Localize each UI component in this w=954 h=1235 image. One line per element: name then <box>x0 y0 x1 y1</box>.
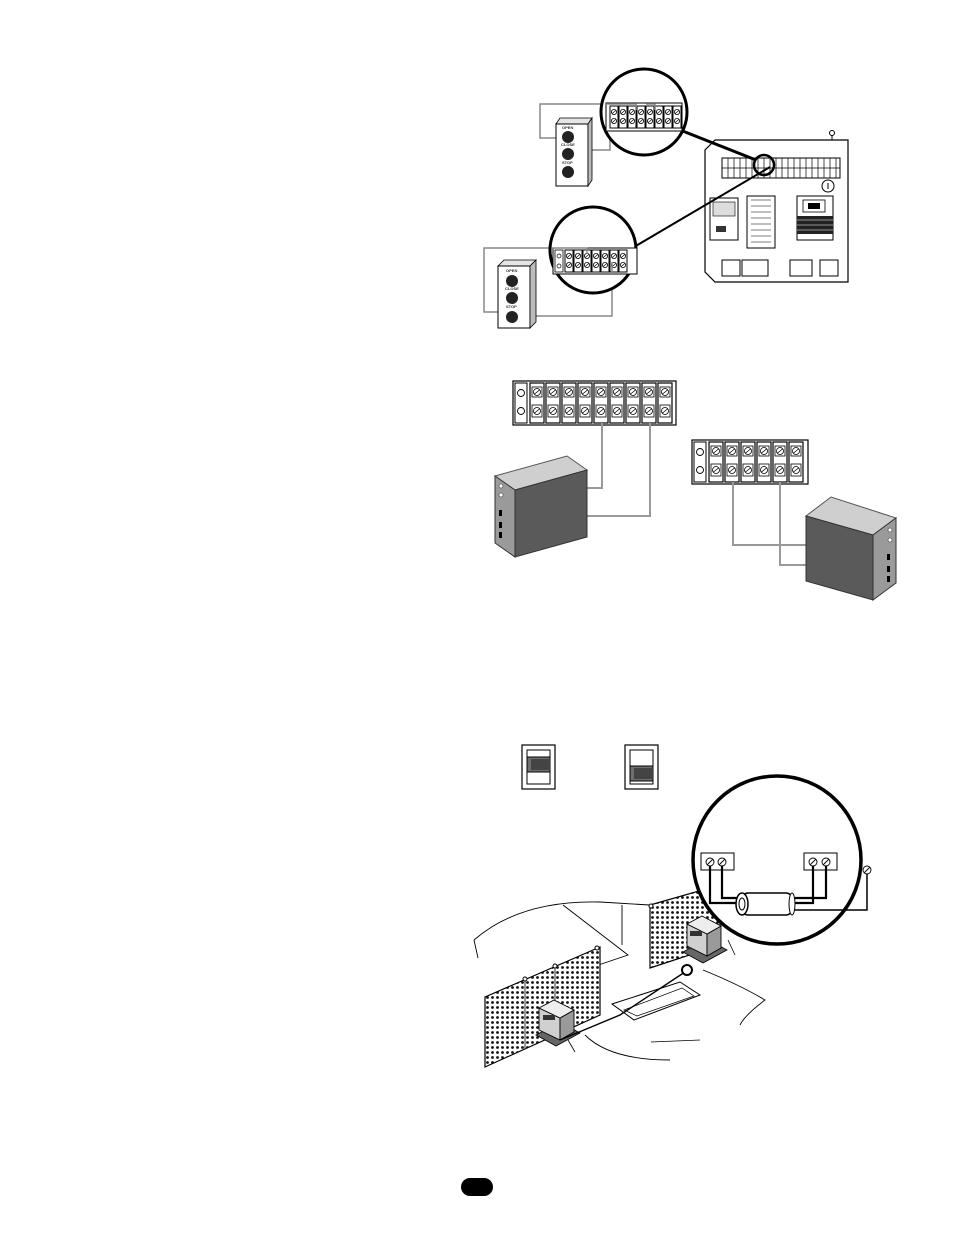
close-button-icon[interactable] <box>506 292 518 304</box>
page-number-tab <box>461 1178 493 1196</box>
station-bottom-close-label: CLOSE <box>505 286 519 291</box>
board-relay <box>710 198 738 240</box>
stop-button-icon[interactable] <box>506 311 518 323</box>
zoom-circle-bottom <box>550 207 637 293</box>
wire-left-2 <box>587 423 650 516</box>
cable-entry-icon <box>682 965 692 975</box>
station-top-stop-label: STOP <box>562 160 573 165</box>
board-connector-block <box>747 196 775 248</box>
board-terminal-strip <box>722 158 840 178</box>
station-bottom-stop-label: STOP <box>506 304 517 309</box>
terminal-strip-right <box>692 440 808 484</box>
control-box-left <box>495 456 587 557</box>
figure-pushbutton-wiring: OPEN CLOSE STOP OPEN CLOSE <box>484 69 848 328</box>
control-board <box>705 131 848 283</box>
cable-splice-tube <box>736 893 795 915</box>
station-bottom-open-label: OPEN <box>506 268 517 273</box>
pushbutton-station-top: OPEN CLOSE STOP <box>540 104 610 186</box>
wire-right-1 <box>733 482 806 545</box>
cable-terminal-right <box>804 853 837 870</box>
dip-switch-up-icon <box>522 745 555 789</box>
ground-terminal-icon <box>863 866 871 874</box>
wire-left-1 <box>587 423 602 488</box>
figure-dual-gate-installation <box>474 776 871 1067</box>
zoom-circle-cable <box>693 776 871 944</box>
zoom-circle-top <box>601 69 687 155</box>
station-top-open-label: OPEN <box>562 125 573 130</box>
cable-terminal-left <box>701 853 734 870</box>
control-box-right <box>806 497 896 600</box>
close-button-icon[interactable] <box>562 148 574 160</box>
terminal-strip-left <box>513 381 676 425</box>
board-transformer <box>797 196 833 240</box>
wire-right-2 <box>780 482 806 565</box>
stop-button-icon[interactable] <box>562 166 574 178</box>
figure-control-box-wiring <box>495 381 896 600</box>
station-top-close-label: CLOSE <box>561 142 575 147</box>
dip-switch-down-icon <box>625 745 658 789</box>
